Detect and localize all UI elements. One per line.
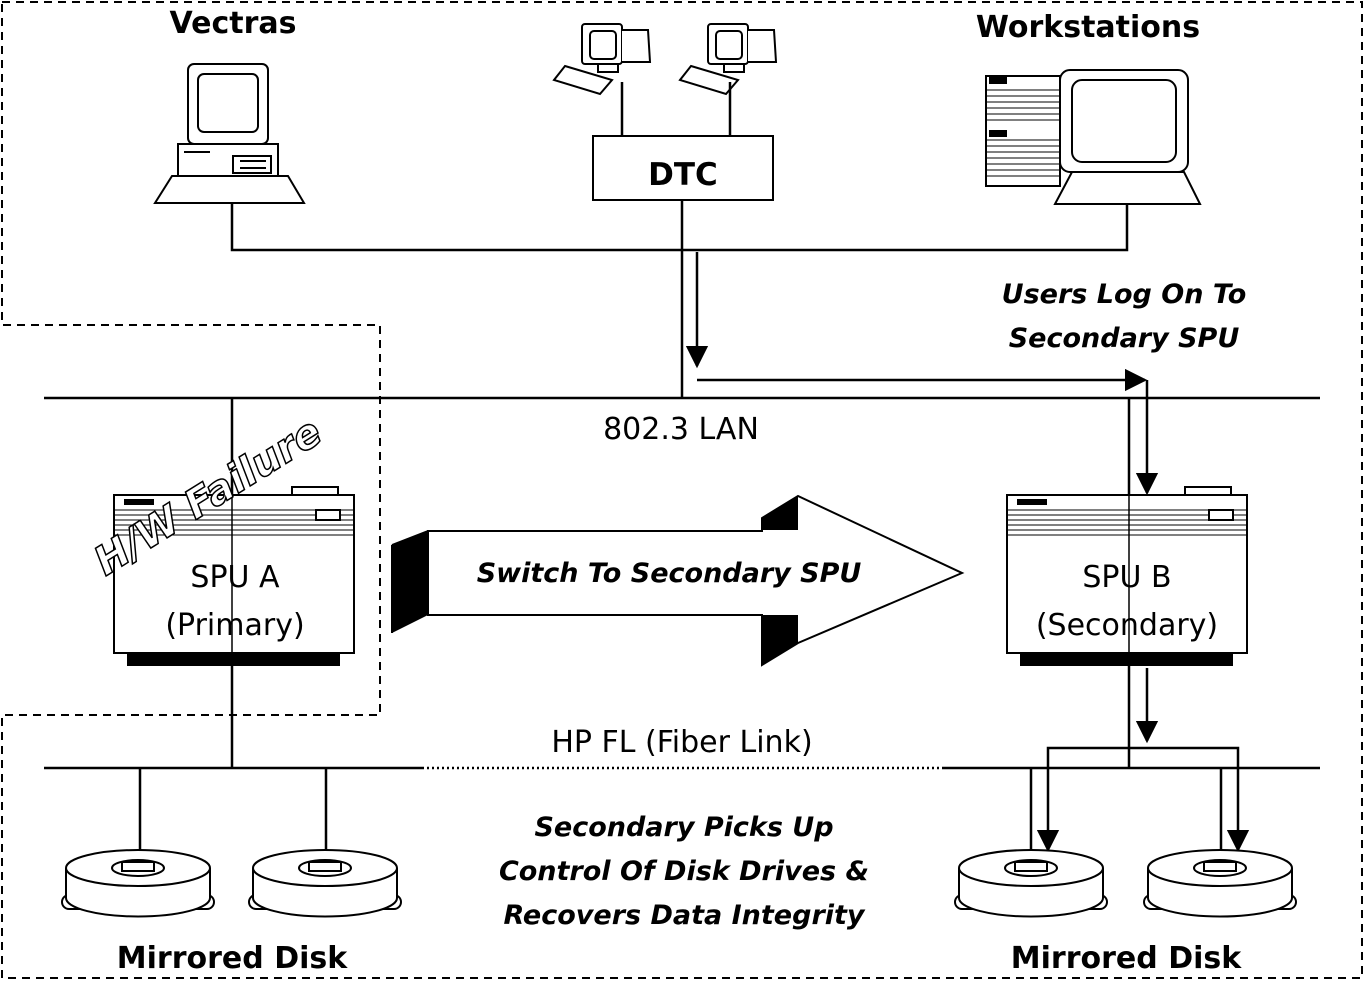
disk-drive-icon xyxy=(61,849,215,918)
secondary-line1: Secondary Picks Up xyxy=(534,812,833,843)
logon-path-arrow xyxy=(685,252,1159,496)
spu-server-icon xyxy=(113,486,355,666)
mirrored-disk-left-label: Mirrored Disk xyxy=(117,941,348,976)
disk-drive-icon xyxy=(1143,849,1297,918)
terminal-icon xyxy=(552,23,652,96)
workstation-icon xyxy=(985,69,1202,205)
workstations-label: Workstations xyxy=(976,10,1200,45)
spu-server-icon xyxy=(1006,486,1248,666)
users-logon-line2: Secondary SPU xyxy=(1009,323,1240,354)
mirrored-disk-right-label: Mirrored Disk xyxy=(1011,941,1242,976)
terminal-icon xyxy=(678,23,778,96)
spu-b-role: (Secondary) xyxy=(1036,608,1218,643)
hpfl-label: HP FL (Fiber Link) xyxy=(551,725,812,760)
vectra-pc-icon xyxy=(153,63,306,204)
spu-a-role: (Primary) xyxy=(165,608,304,643)
dtc-label: DTC xyxy=(648,157,718,193)
dtc-box xyxy=(592,135,774,201)
secondary-line2: Control Of Disk Drives & xyxy=(499,856,869,887)
disk-control-arrows xyxy=(1029,668,1250,856)
spu-a-label: SPU A xyxy=(190,560,280,595)
users-logon-line1: Users Log On To xyxy=(1002,279,1247,310)
secondary-line3: Recovers Data Integrity xyxy=(503,900,865,931)
disk-drive-icon xyxy=(248,849,402,918)
spu-b-label: SPU B xyxy=(1082,560,1171,595)
switch-arrow-icon xyxy=(391,494,965,667)
disk-drive-icon xyxy=(954,849,1108,918)
lan-label: 802.3 LAN xyxy=(603,412,759,447)
switch-label: Switch To Secondary SPU xyxy=(477,558,862,589)
vectras-label: Vectras xyxy=(170,6,297,41)
